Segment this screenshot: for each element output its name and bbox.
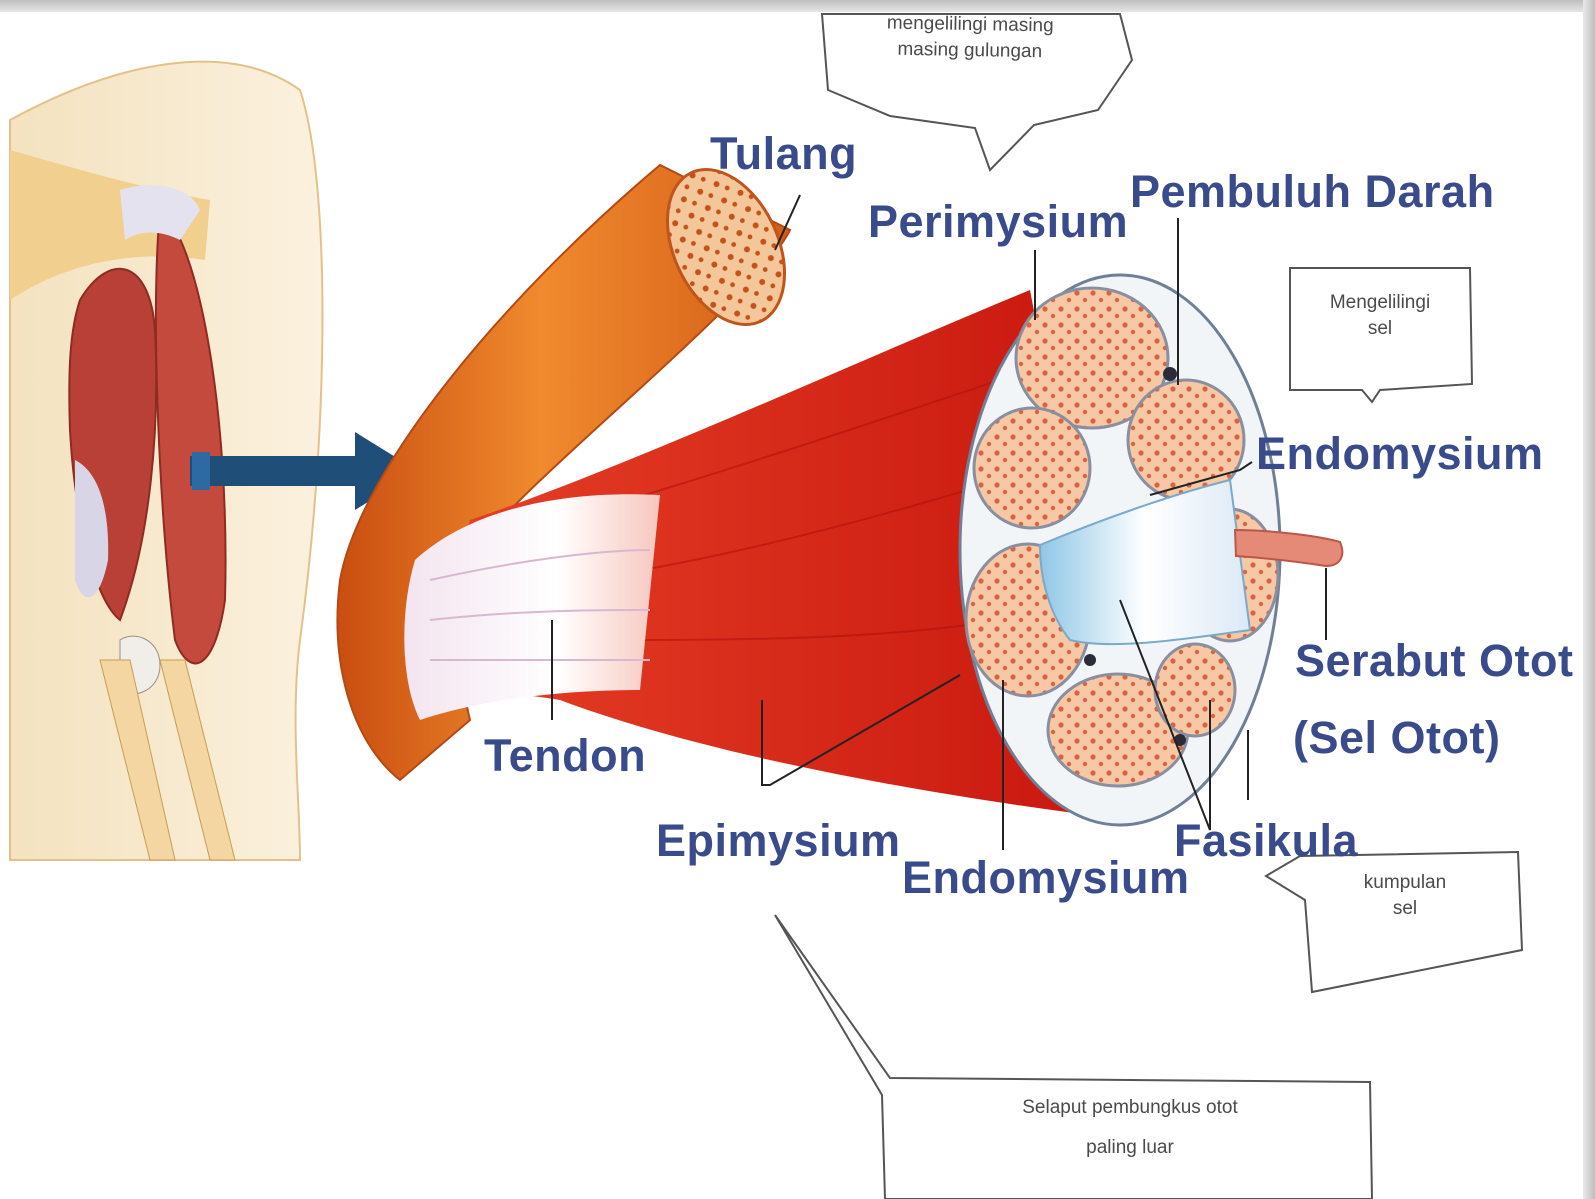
label-serabut-otot: Serabut Otot <box>1295 635 1574 687</box>
label-epimysium: Epimysium <box>656 815 901 867</box>
label-tulang: Tulang <box>710 128 857 180</box>
label-endomysium-bottom: Endomysium <box>902 852 1190 904</box>
note-fasikula: kumpulan sel <box>1330 870 1480 922</box>
label-tendon: Tendon <box>484 730 646 782</box>
note-epimysium: Selaput pembungkus otot paling luar <box>900 1095 1360 1161</box>
label-perimysium: Perimysium <box>868 196 1128 248</box>
note-endomysium-line2: sel <box>1292 316 1468 342</box>
label-sel-otot: (Sel Otot) <box>1293 712 1500 764</box>
note-endomysium: Mengelilingi sel <box>1292 290 1468 342</box>
note-fasikula-line2: sel <box>1330 896 1480 922</box>
label-endomysium-right: Endomysium <box>1256 428 1544 480</box>
note-endomysium-line1: Mengelilingi <box>1292 290 1468 316</box>
note-epimysium-line2: paling luar <box>900 1135 1360 1161</box>
label-fasikula: Fasikula <box>1174 815 1358 867</box>
note-perimysium-line2: masing gulungan <box>830 36 1110 67</box>
note-perimysium: mengelilingi masing masing gulungan <box>830 10 1111 67</box>
note-fasikula-line1: kumpulan <box>1330 870 1480 896</box>
note-epimysium-line1: Selaput pembungkus otot <box>900 1095 1360 1121</box>
label-pembuluh-darah: Pembuluh Darah <box>1130 166 1495 218</box>
